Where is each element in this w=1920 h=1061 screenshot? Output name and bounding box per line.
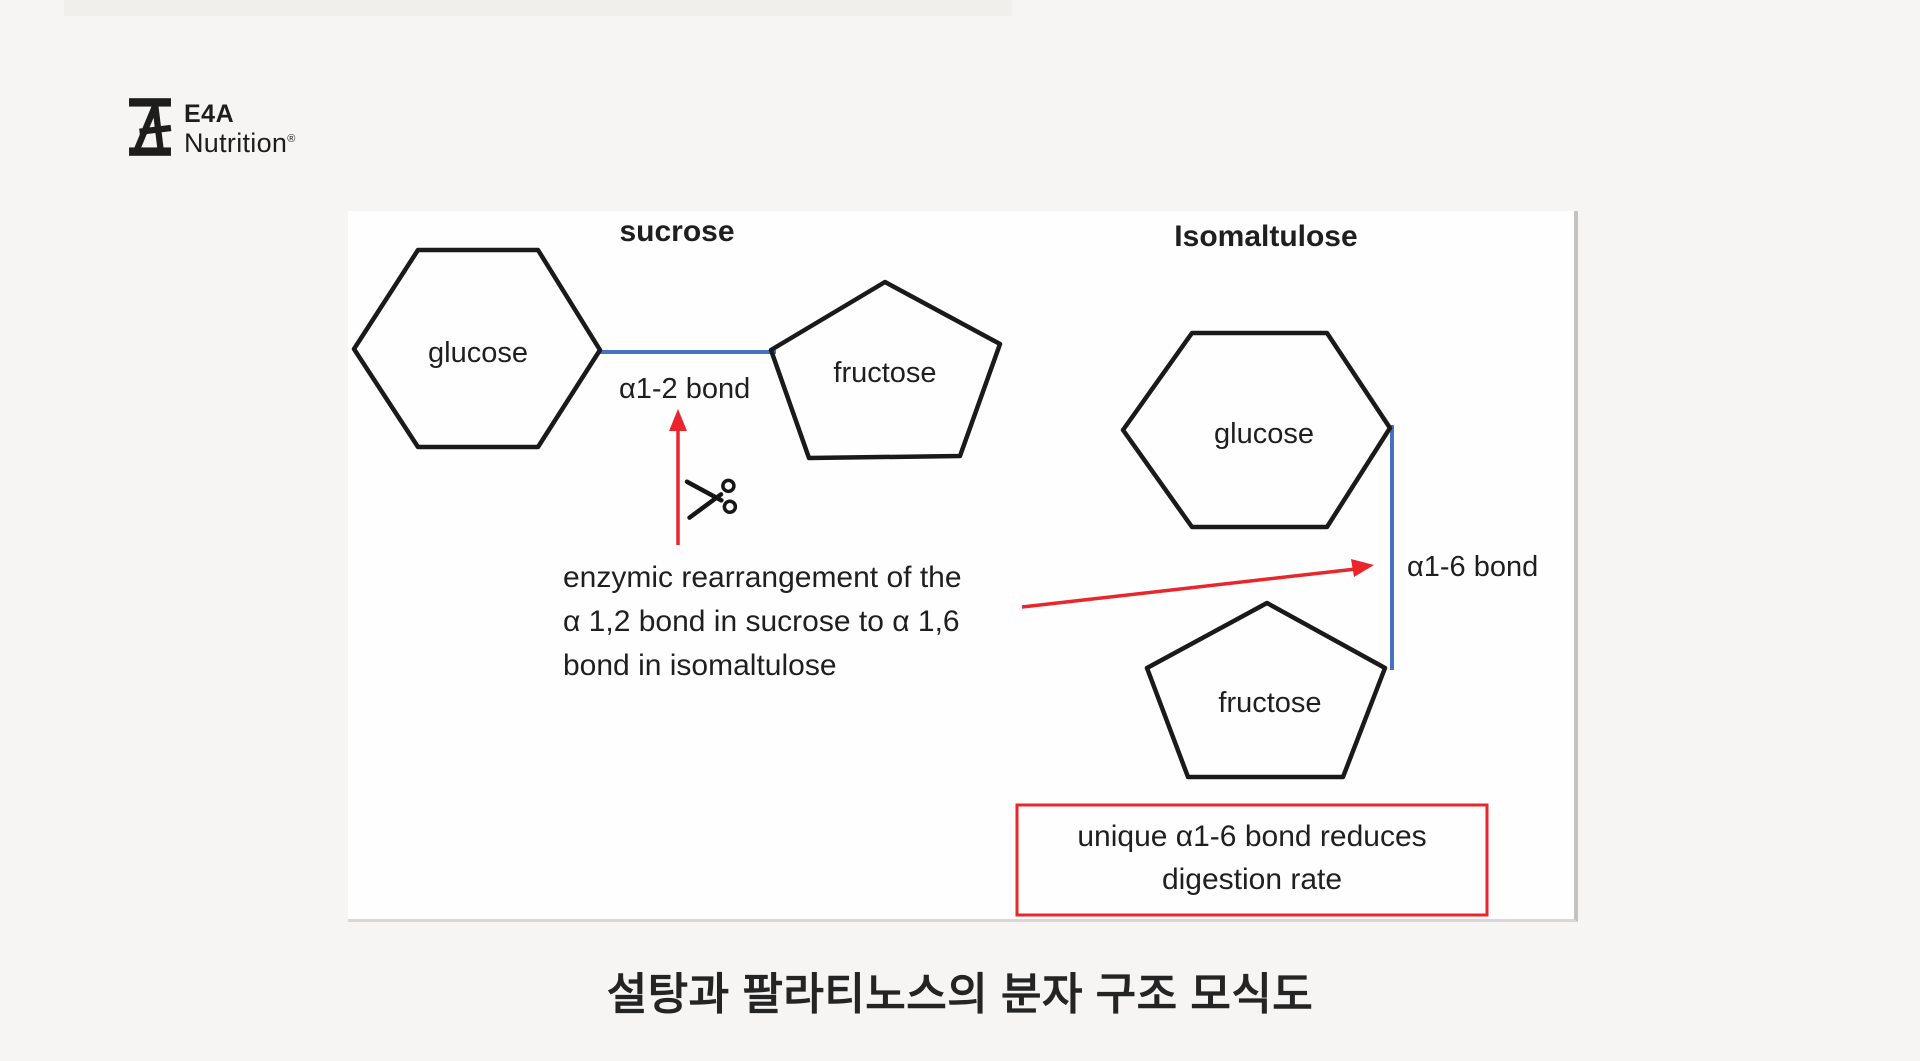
alpha-1-2-bond-label: α1-2 bond <box>619 373 751 405</box>
callout-box-text: unique α1-6 bond reduces digestion rate <box>1017 815 1487 901</box>
sucrose-fructose-pentagon <box>768 279 1003 461</box>
annotation-line-2: α 1,2 bond in sucrose to α 1,6 <box>563 605 960 638</box>
molecular-diagram-panel: sucrose glucose fructose α1-2 bond enzym… <box>348 211 1578 922</box>
e4a-logo-icon <box>129 98 172 156</box>
rearrangement-arrow-line <box>1021 567 1357 609</box>
sucrose-fructose-label: fructose <box>833 357 937 389</box>
isomaltulose-title: Isomaltulose <box>1174 220 1358 253</box>
sucrose-title: sucrose <box>619 215 735 248</box>
callout-box-border <box>1015 803 1489 917</box>
cleavage-arrow-head <box>669 409 687 431</box>
sucrose-glucose-label: glucose <box>428 337 528 369</box>
sucrose-glucose-hexagon <box>351 247 603 450</box>
registered-trademark-symbol: ® <box>287 133 296 145</box>
top-strip <box>64 0 1012 16</box>
isomaltulose-glucose-hexagon <box>1120 330 1393 530</box>
brand-logo-text: E4A Nutrition® <box>184 98 296 157</box>
brand-name-bottom: Nutrition® <box>184 128 296 158</box>
brand-logo: E4A Nutrition® <box>128 98 296 157</box>
brand-name-top: E4A <box>184 100 235 128</box>
callout-line-2: digestion rate <box>1161 863 1343 896</box>
callout-line-1: unique α1-6 bond reduces <box>1077 820 1427 853</box>
scissors-icon <box>684 478 738 520</box>
isomaltulose-fructose-pentagon <box>1144 600 1388 780</box>
isomaltulose-fructose-label: fructose <box>1218 687 1322 719</box>
enzymic-rearrangement-annotation: enzymic rearrangement of the α 1,2 bond … <box>563 556 962 688</box>
isomaltulose-glucose-label: glucose <box>1214 418 1314 450</box>
annotation-line-1: enzymic rearrangement of the <box>563 561 962 594</box>
rearrangement-arrow-head <box>1351 559 1374 577</box>
diagram-shapes-layer <box>351 247 1489 917</box>
korean-caption: 설탕과 팔라티노스의 분자 구조 모식도 <box>606 970 1314 1019</box>
alpha-1-6-bond-label: α1-6 bond <box>1407 551 1539 583</box>
annotation-line-3: bond in isomaltulose <box>563 649 837 682</box>
